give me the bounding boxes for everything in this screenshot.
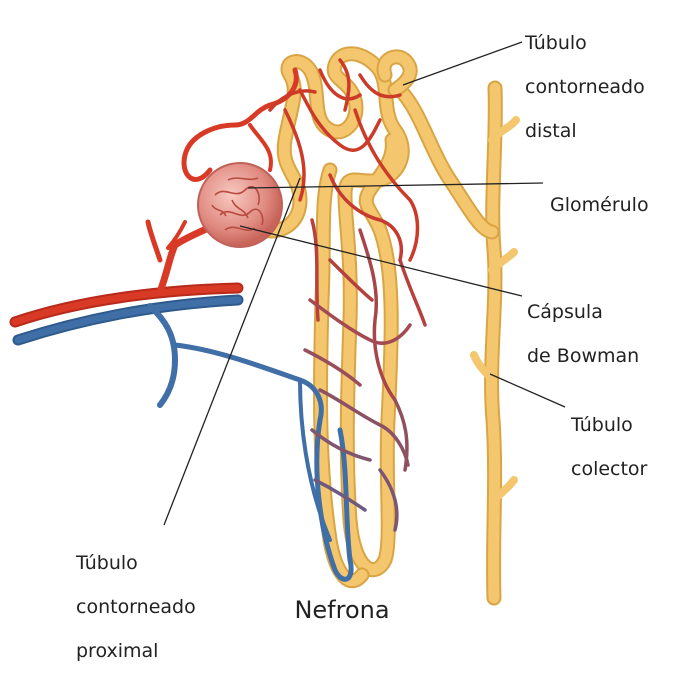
label-capsula-bowman: Cápsula de Bowman bbox=[527, 279, 639, 389]
label-line: Túbulo bbox=[76, 552, 196, 574]
label-glomerulo: Glomérulo bbox=[550, 172, 649, 238]
label-line: de Bowman bbox=[527, 345, 639, 367]
label-line: distal bbox=[525, 120, 645, 142]
label-line: Glomérulo bbox=[550, 194, 649, 216]
leader-line-distal bbox=[403, 42, 522, 85]
diagram-title: Nefrona bbox=[0, 596, 684, 624]
label-line: proximal bbox=[76, 640, 196, 662]
collecting-duct bbox=[400, 88, 516, 598]
label-line: Cápsula bbox=[527, 301, 639, 323]
label-line: Túbulo bbox=[571, 414, 647, 436]
bowman-capsule bbox=[198, 163, 282, 247]
label-line: Túbulo bbox=[525, 32, 645, 54]
label-line: colector bbox=[571, 458, 647, 480]
label-tubulo-colector: Túbulo colector bbox=[571, 392, 647, 502]
label-line: contorneado bbox=[525, 76, 645, 98]
label-tubulo-distal: Túbulo contorneado distal bbox=[525, 10, 645, 164]
